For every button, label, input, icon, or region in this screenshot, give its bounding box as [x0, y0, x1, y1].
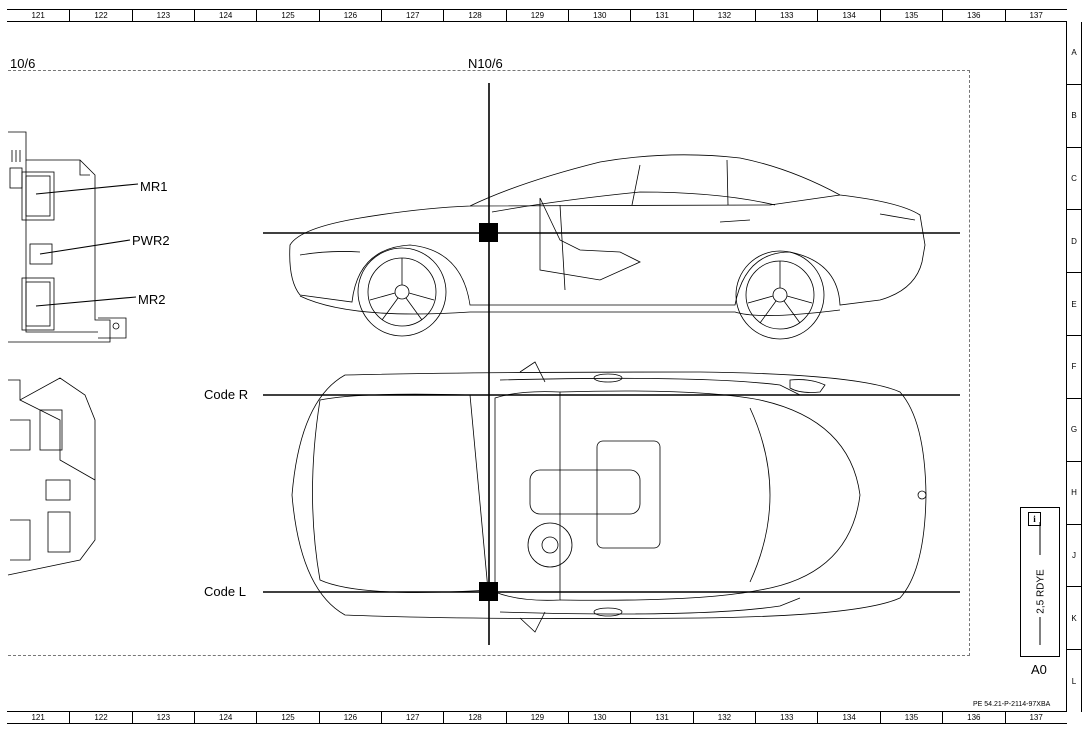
left-module-drawing — [8, 131, 127, 343]
column-label: 136 — [942, 712, 1004, 723]
column-label: 132 — [692, 712, 755, 723]
connector-marker-upper — [479, 223, 498, 242]
column-label: 130 — [568, 10, 630, 21]
connector-marker-lower — [479, 582, 498, 601]
car-top-view — [291, 361, 927, 633]
column-label: 130 — [568, 712, 630, 723]
column-label: 128 — [443, 712, 505, 723]
column-label: 121 — [31, 11, 45, 20]
column-label: 133 — [755, 10, 817, 21]
column-label: 131 — [630, 10, 692, 21]
column-label: 129 — [505, 712, 568, 723]
column-label: 135 — [879, 10, 942, 21]
wire-legend: i 2,5 RDYE — [1020, 507, 1060, 657]
column-label: 128 — [443, 10, 505, 21]
row-label: D — [1067, 209, 1081, 272]
column-label: 123 — [131, 10, 194, 21]
row-label: B — [1067, 83, 1081, 147]
mr1-label: MR1 — [140, 179, 168, 194]
row-label: F — [1067, 335, 1081, 398]
pwr2-label: PWR2 — [132, 233, 170, 248]
column-label: 131 — [630, 712, 692, 723]
wire-spec-label: 2,5 RDYE — [1035, 569, 1047, 614]
column-label: 136 — [942, 10, 1004, 21]
column-label: 125 — [256, 712, 318, 723]
component-reference-label: N10/6 — [468, 56, 503, 71]
row-label: L — [1067, 649, 1081, 712]
column-label: 135 — [879, 712, 942, 723]
column-label: 124 — [194, 10, 256, 21]
lower-left-module-drawing — [7, 377, 96, 576]
column-label: 129 — [505, 10, 568, 21]
row-label: E — [1067, 272, 1081, 335]
column-label: 133 — [755, 712, 817, 723]
column-label: 137 — [1004, 10, 1067, 21]
row-label: A — [1071, 48, 1077, 58]
car-side-view — [289, 154, 926, 340]
row-label: G — [1067, 397, 1081, 461]
column-label: 124 — [194, 712, 256, 723]
column-label: 134 — [817, 712, 879, 723]
component-boundary — [8, 70, 970, 656]
column-label: 134 — [817, 10, 879, 21]
column-label: 137 — [1004, 712, 1067, 723]
column-label: 127 — [381, 10, 443, 21]
row-label: C — [1067, 146, 1081, 210]
column-label: 126 — [318, 712, 381, 723]
row-label: H — [1067, 460, 1081, 524]
column-label: 126 — [318, 10, 381, 21]
column-label: 125 — [256, 10, 318, 21]
row-label: J — [1067, 523, 1081, 587]
document-reference: PE 54.21-P-2114-97XBA — [973, 701, 1051, 708]
left-reference-label: 10/6 — [10, 56, 36, 71]
column-label: 122 — [69, 712, 131, 723]
column-label: 122 — [69, 10, 131, 21]
column-label: 127 — [381, 712, 443, 723]
column-label: 121 — [31, 713, 45, 722]
legend-code-label: A0 — [1031, 662, 1047, 677]
column-label: 123 — [131, 712, 194, 723]
mr2-label: MR2 — [138, 292, 166, 307]
row-label: K — [1067, 586, 1081, 649]
code-r-label: Code R — [204, 387, 249, 402]
code-l-label: Code L — [204, 584, 246, 599]
info-icon[interactable]: i — [1028, 512, 1041, 526]
column-label: 132 — [692, 10, 755, 21]
